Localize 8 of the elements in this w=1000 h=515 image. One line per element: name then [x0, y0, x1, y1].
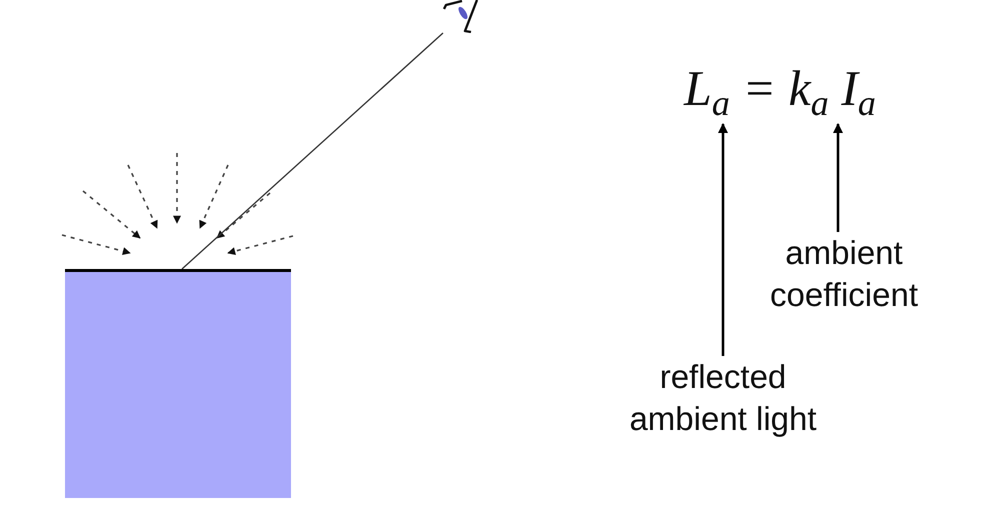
leader-arrow — [718, 123, 728, 356]
sight-line — [182, 32, 444, 270]
eye-icon — [443, 0, 479, 33]
equation: L$_{a}$ = k$_{a}$ I$_{a}$ — [684, 52, 876, 124]
surface-block — [65, 269, 291, 498]
annotation-label: ambient coefficient — [750, 232, 938, 316]
annotation-label: reflected ambient light — [608, 356, 838, 440]
leader-arrow — [833, 123, 843, 232]
